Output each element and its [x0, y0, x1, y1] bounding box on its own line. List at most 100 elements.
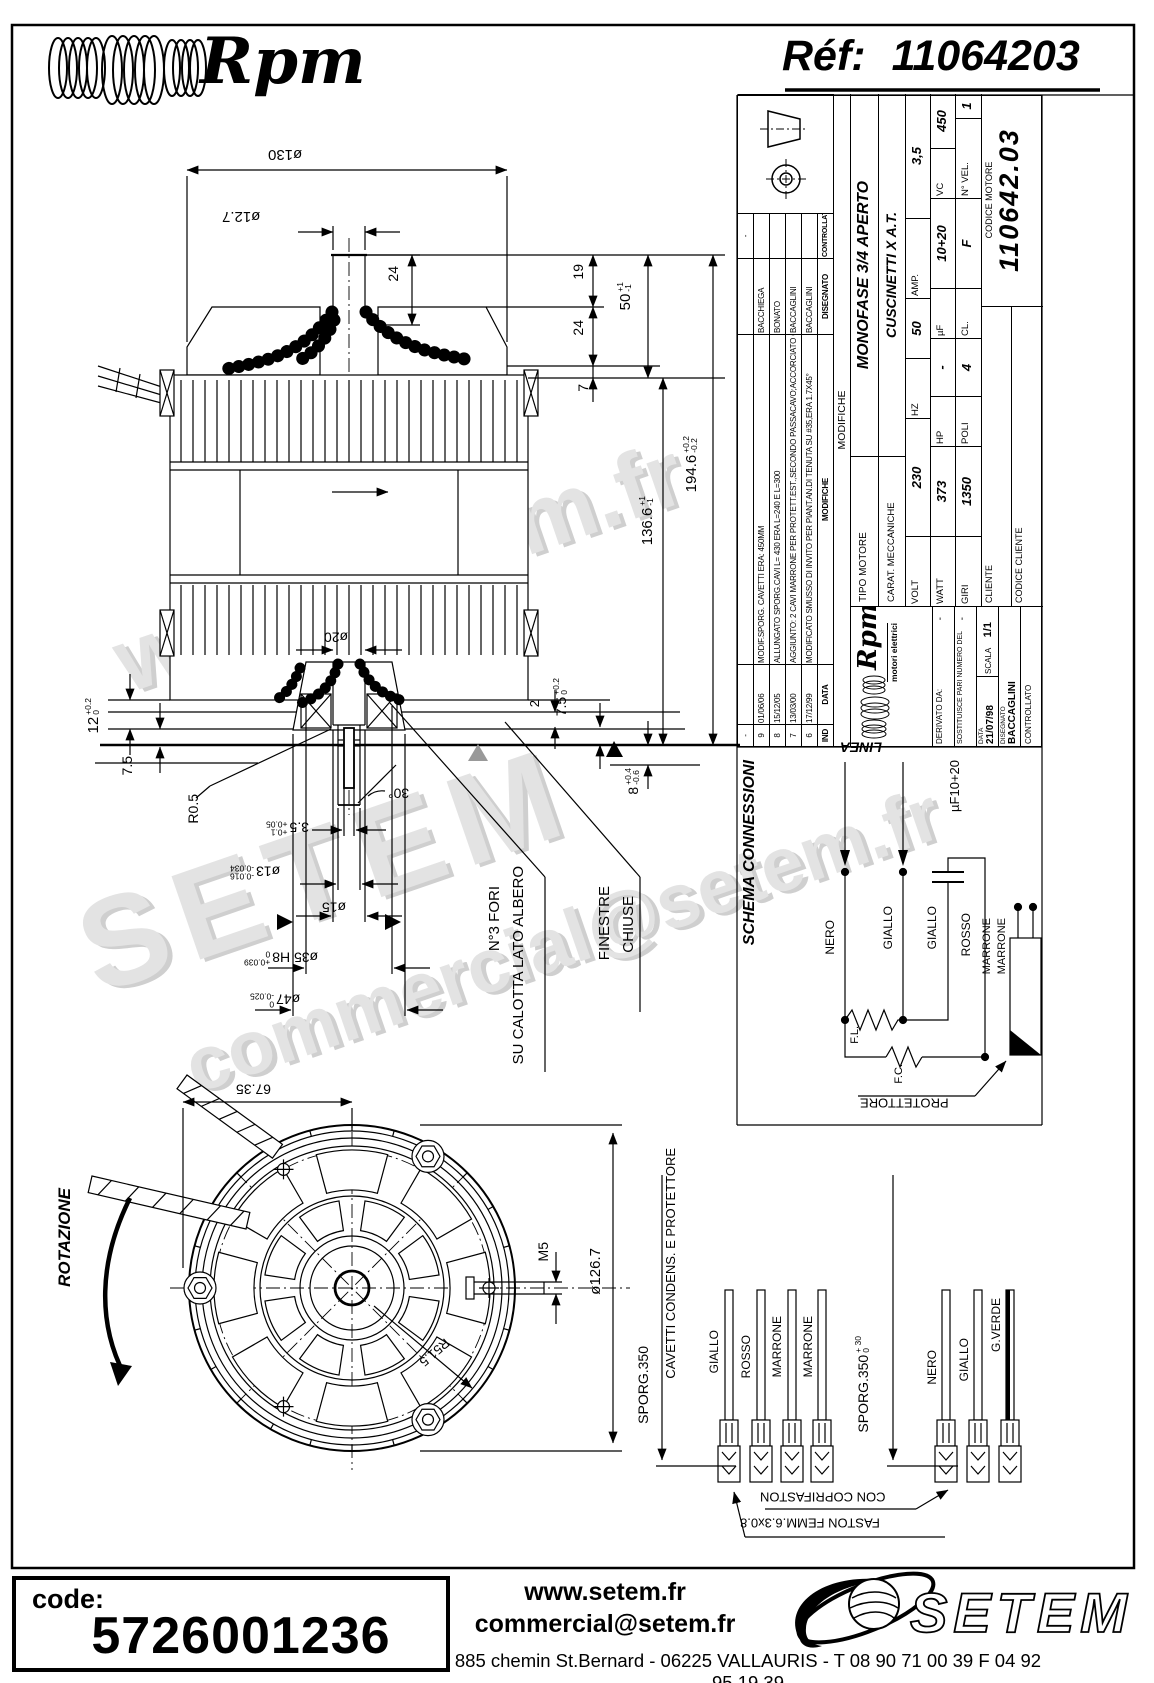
- first-angle-projection-icon: [760, 110, 808, 199]
- rev-date: [738, 664, 753, 724]
- amp-label: AMP.: [906, 218, 931, 298]
- modifiche-caption: MODIFICHE: [834, 94, 851, 746]
- dim-label-d130: ø130: [268, 145, 303, 163]
- codice-motore-value: 110642.03: [994, 128, 1024, 272]
- dim-label-note_fin_1: FINESTRE: [596, 886, 613, 961]
- dim-label-l75: 7.5: [119, 756, 135, 776]
- data-label: DATA: [978, 727, 985, 744]
- dim-label-g35: 3.5+0.1+0.05: [266, 819, 309, 837]
- watt-label: WATT: [931, 536, 956, 606]
- sostituisce-label: SOSTITUISCE PARI NUMERO DEL: [957, 630, 964, 744]
- giri-label: GIRI: [956, 536, 982, 606]
- rev-dis: BONATO: [770, 258, 785, 334]
- rev-text: [738, 334, 753, 664]
- rev-date: 01/06/06: [754, 664, 769, 724]
- dim-label-g2_w3: G.VERDE: [989, 1298, 1003, 1353]
- scala-label: SCALA: [984, 647, 993, 674]
- dim-label-g2_w1: NERO: [925, 1350, 939, 1385]
- dim-label-d127: ø12.7: [222, 207, 261, 225]
- dim-label-r05: R0.5: [185, 794, 201, 824]
- hz-label: HZ: [906, 358, 931, 418]
- rev-ind: 8: [770, 724, 785, 746]
- dim-label-s24: 24: [385, 266, 401, 282]
- setem-logo-text: SETEM: [910, 1581, 1133, 1644]
- dim-label-h1366: 136.6+1-1: [637, 496, 656, 546]
- dim-label-giallo2: GIALLO: [925, 906, 939, 950]
- terminal-bolts: [159, 369, 539, 657]
- sostituisce-value: -: [957, 617, 968, 621]
- dim-label-rotazione: ROTAZIONE: [55, 1188, 74, 1287]
- rev-dis: BACCAGLINI: [786, 258, 801, 334]
- reference-number: Réf: 11064203: [782, 32, 1102, 81]
- volt-value: 230: [906, 418, 931, 536]
- dim-label-w2: 2: [527, 700, 542, 708]
- dim-label-title: SCHEMA CONNESSIONI: [741, 760, 758, 946]
- rev-ind: 6: [802, 724, 817, 746]
- watt-value: 373: [931, 446, 956, 536]
- vel-label: N° VEL.: [956, 118, 982, 198]
- dim-label-g1_w1: GIALLO: [707, 1330, 721, 1374]
- rev-dis: BACCAGLINI: [802, 258, 817, 334]
- dim-label-note_fori_1: N°3 FORI: [486, 886, 503, 952]
- rev-date: 17/12/99: [802, 664, 817, 724]
- dim-label-r7: 7: [575, 384, 591, 392]
- col-data: DATA: [818, 664, 833, 724]
- carat-value: CUSCINETTI X A.T.: [879, 94, 906, 456]
- col-disegnato: DISEGNATO: [818, 258, 833, 334]
- codice-cliente-cell: CODICE CLIENTE: [1012, 306, 1043, 606]
- rpm-logo-coils-icon: [40, 26, 210, 115]
- rev-date: 13/03/00: [786, 664, 801, 724]
- disegnato-value: BACCAGLINI: [1007, 681, 1018, 744]
- hp-label: HP: [931, 396, 956, 446]
- rev-con: [754, 214, 769, 258]
- hz-value: 50: [906, 298, 931, 358]
- rev-text: MODIFICATO SMUSSO DI INVITO PER PIANT.AN…: [802, 334, 817, 664]
- code-box: code: 5726001236: [12, 1576, 450, 1672]
- dim-label-giallo1: GIALLO: [881, 906, 895, 950]
- disegnato-cell: DISEGNATO BACCAGLINI: [999, 606, 1021, 746]
- dim-label-g1_sporg: SPORG.350: [635, 1346, 651, 1424]
- titleblock-brand-cell: Rpm motori elettrici: [851, 606, 933, 746]
- rev-con: [786, 214, 801, 258]
- footer-website: www.setem.fr: [524, 1578, 686, 1606]
- rev-date: 15/12/05: [770, 664, 785, 724]
- rev-ind: 7: [786, 724, 801, 746]
- rev-dis: BACCHIEGA: [754, 258, 769, 334]
- rev-ind: 9: [754, 724, 769, 746]
- dim-label-b8: 8+0.4-0.6: [623, 768, 642, 795]
- dim-label-r50: 50+1-1: [615, 282, 634, 311]
- dim-label-marrone1: MARRONE: [981, 918, 993, 975]
- dim-label-g1_w3: MARRONE: [770, 1316, 784, 1378]
- dim-label-d13: ø13-0.016-0.034: [230, 863, 281, 881]
- ref-value: 11064203: [891, 32, 1080, 80]
- footer-address: 885 chemin St.Bernard - 06225 VALLAURIS …: [454, 1650, 1042, 1683]
- ref-label: Réf:: [782, 32, 866, 80]
- dim-label-d20: ø20: [324, 629, 349, 646]
- controllato-cell: CONTROLLATO: [1021, 606, 1043, 746]
- vc-value: 450: [931, 94, 956, 148]
- coil-2: [101, 35, 165, 105]
- tipo-motore-value: MONOFASE 3/4 APERTO: [851, 94, 879, 456]
- projection-symbol-cell: [738, 94, 834, 214]
- dim-label-note_fin_2: CHIUSE: [620, 896, 637, 953]
- rev-text: ALLUNGATO SPORG.CAVI L= 430 ERA L=240 E …: [770, 334, 785, 664]
- col-ind: IND: [818, 724, 833, 746]
- scala-value: 1/1: [982, 622, 994, 638]
- rpm-logo-small-icon: [860, 675, 890, 739]
- cl-label: CL.: [956, 288, 982, 338]
- rev-con: [770, 214, 785, 258]
- rev-dis: [738, 258, 753, 334]
- setem-logo: SETEM: [795, 1571, 1133, 1648]
- giri-value: 1350: [956, 446, 982, 536]
